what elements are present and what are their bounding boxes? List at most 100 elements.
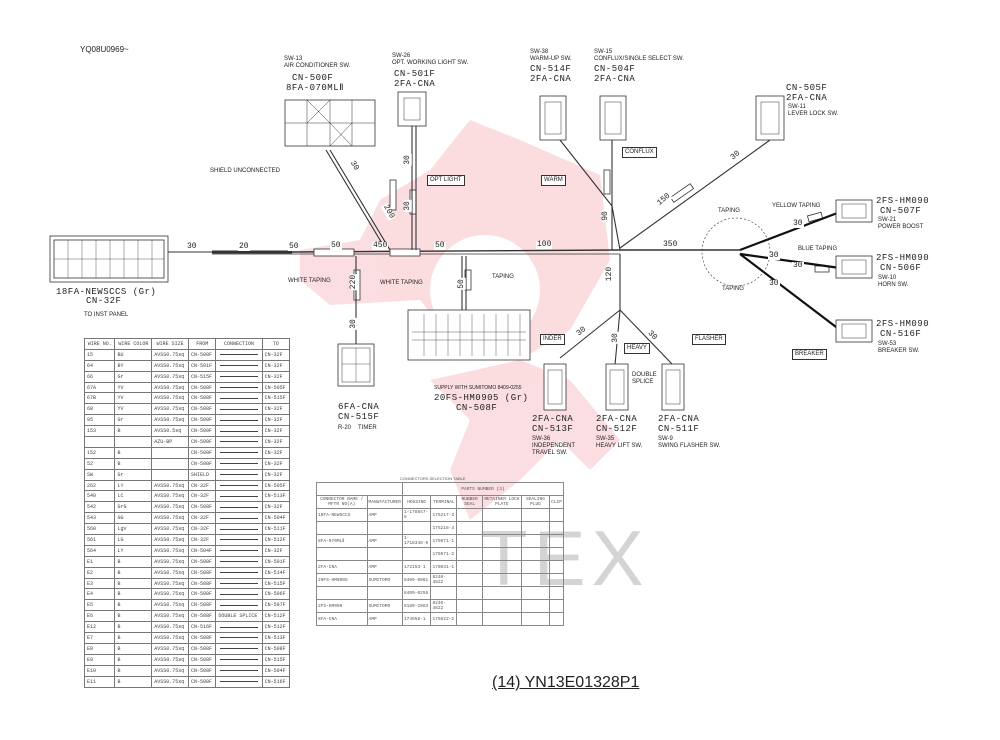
wire-table-cell: CN-504F [261, 512, 291, 525]
splice-note: DOUBLE [632, 372, 657, 378]
wire-table-cell [215, 468, 263, 481]
connector-table-cell [366, 586, 403, 600]
wire-table-cell: 64 [83, 359, 116, 372]
connector-table-header-cell: TERMINAL [430, 495, 458, 509]
wire-table-cell: CN-501F [188, 359, 217, 372]
connector-table-cell: 175071-1 [430, 534, 458, 548]
switch-id: SW-21 [878, 217, 897, 223]
switch-name: OPT. WORKING LIGHT SW. [392, 60, 469, 66]
switch-id: SW-11 [788, 104, 806, 110]
wire-table-cell: 95 [83, 414, 116, 427]
connector-table-cell [549, 573, 564, 587]
wire-table-cell: AVSS0.75sq [151, 512, 190, 525]
connector-code: CN-513F [532, 424, 574, 434]
connector-shapes [49, 91, 873, 411]
drawing-reference: (14) YN13E01328P1 [492, 674, 640, 691]
wire-table-cell: CN-513F [261, 490, 291, 503]
connector-table-cell [456, 599, 483, 613]
wire-table-cell: CN-32F [188, 490, 217, 503]
wire-table-cell: CN-515F [261, 392, 291, 405]
wire-table-cell: E12 [83, 621, 116, 634]
connector-table-header-cell: SEALING PLUG [520, 495, 551, 509]
switch-id: SW-9 [658, 436, 673, 442]
switch-name: HEAVY LIFT SW. [596, 443, 643, 449]
wire-table-cell [215, 425, 263, 438]
switch-name: POWER BOOST [878, 224, 924, 230]
wire-table-cell: AVSS0.75sq [151, 523, 190, 536]
wire-table-cell: AVSS0.75sq [151, 664, 190, 677]
wire-table-cell [215, 523, 263, 536]
drawing-number: YQ08U0969~ [80, 45, 129, 54]
connector-table-cell [549, 508, 564, 522]
connector-table-cell: 2FS-HM090 [316, 599, 368, 613]
connector-table-cell [456, 534, 483, 548]
wire-table-cell [215, 446, 263, 459]
connector-table-header-cell: MANUFACTURER [366, 495, 403, 509]
wire-table-cell: AVSS0.75sq [151, 610, 190, 623]
wire-table-cell: Gr [114, 468, 153, 481]
wire-table-cell [215, 490, 263, 503]
connector-table-cell: 175218-3 [430, 521, 458, 535]
connector-table-cell [481, 547, 522, 561]
wire-table-cell [215, 642, 263, 655]
connector-table-cell [481, 508, 522, 522]
wire-table-cell: B [114, 642, 153, 655]
segment-length: 50 [330, 241, 342, 250]
switch-id: SW-13 [284, 56, 303, 62]
switch-id: SW-36 [532, 436, 551, 442]
connector-table-cell: 8FA-070MLⅡ [316, 534, 368, 548]
wire-table-cell: CN-32F [261, 457, 291, 470]
wire-table-cell: CN-32F [188, 512, 217, 525]
wire-table-cell: CN-513F [261, 632, 291, 644]
connector-table-cell [366, 521, 403, 535]
wire-table-cell [215, 512, 263, 525]
wire-table-cell: CN-508F [188, 599, 217, 612]
wire-table-cell [215, 599, 263, 612]
connector-table-cell: 8240-4822 [430, 573, 458, 587]
wire-table-header-cell: WIRE NO. [83, 338, 116, 350]
wire-table-cell: 68 [83, 403, 116, 416]
wire-table-cell: CN-32F [261, 436, 291, 448]
connector-code: CN-515F [338, 412, 380, 422]
connector-code: CN-500F [292, 73, 334, 83]
wire-table-cell: CN-515F [261, 577, 291, 590]
wire-table-cell: CN-504F [188, 544, 217, 557]
tag-conflux: CONFLUX [622, 147, 657, 158]
connector-code: CN-508F [456, 403, 498, 413]
wire-table-cell: AVSS0.75sq [151, 414, 190, 427]
wire-table-cell: CN-506F [261, 588, 291, 601]
connector-table-cell [520, 573, 551, 587]
wire-table-cell: 542 [83, 501, 116, 514]
wire-table-header-cell: CONNECTION [215, 338, 263, 350]
tag-flasher: FLASHER [692, 334, 726, 345]
connector-part: 2FA-CNA [658, 414, 700, 424]
wire-table-cell: Gr [114, 414, 153, 427]
wire-table-cell: CN-32F [188, 523, 217, 536]
wire-table-cell: AZU-BP [151, 436, 190, 448]
switch-id: SW-15 [594, 49, 613, 55]
wire-table-cell: SHIELD [188, 468, 217, 481]
connector-table-cell [481, 612, 522, 626]
connector-table-cell [401, 547, 432, 561]
connector-note: TO INST PANEL [84, 312, 129, 318]
connector-code: CN-32F [86, 296, 122, 306]
connector-code: CN-507F [880, 206, 922, 216]
connector-table-cell [549, 547, 564, 561]
wire-table-cell: YV [114, 403, 153, 416]
wire-table-cell: CN-508F [188, 392, 217, 405]
wire-table-cell: CN-508F [188, 675, 217, 688]
wire-table-cell: 262 [83, 479, 116, 492]
taping-note: YELLOW TAPING [772, 203, 821, 209]
connector-table-cell [549, 521, 564, 535]
